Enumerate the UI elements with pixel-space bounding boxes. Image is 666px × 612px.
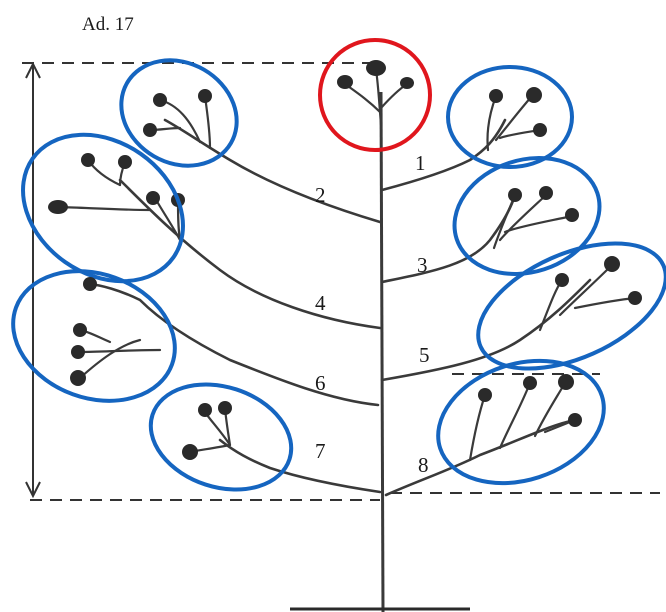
branch-label-5: 5	[419, 343, 430, 367]
branch-1-oval	[446, 65, 574, 169]
branch-label-8: 8	[418, 453, 429, 477]
branch-1	[380, 87, 547, 192]
branch-2	[143, 89, 382, 224]
leader-circle	[318, 38, 432, 152]
figure-title: Ad. 17	[82, 14, 134, 35]
height-dimension	[22, 61, 380, 501]
branch-label-3: 3	[417, 253, 428, 277]
trunk	[379, 91, 385, 612]
branch-4	[48, 153, 382, 330]
branch-5-oval	[476, 241, 666, 371]
branch-label-1: 1	[415, 151, 426, 175]
branch-2-oval	[119, 58, 239, 168]
branch-4-oval	[21, 132, 185, 284]
branch-label-4: 4	[315, 291, 326, 315]
branch-label-7: 7	[315, 439, 326, 463]
branch-6	[70, 277, 380, 407]
branch-3	[380, 186, 579, 284]
branch-7-oval	[148, 382, 294, 492]
branch-7	[182, 401, 382, 494]
right-dash-segments	[390, 373, 660, 494]
branch-3-oval	[452, 156, 602, 276]
branch-label-2: 2	[315, 183, 326, 207]
branch-label-6: 6	[315, 371, 326, 395]
branch-6-oval	[11, 269, 177, 403]
branch-8	[384, 374, 582, 497]
branch-8-oval	[436, 358, 606, 486]
branch-5	[380, 256, 642, 382]
leader-shoot	[337, 60, 414, 127]
